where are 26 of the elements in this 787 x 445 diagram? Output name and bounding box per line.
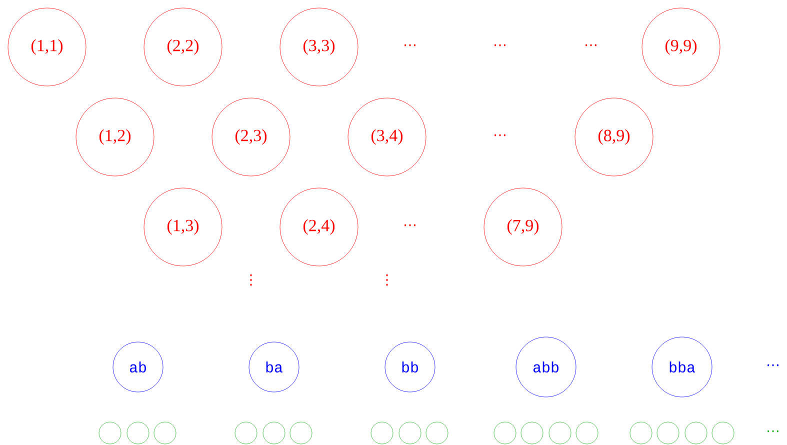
circle — [370, 422, 394, 444]
circle — [398, 422, 422, 444]
circle — [262, 422, 286, 444]
ellipsis: ⋮ — [250, 274, 252, 286]
circle — [712, 422, 734, 444]
ellipsis: ⋯ — [768, 430, 778, 432]
circle — [494, 422, 516, 444]
ellipsis: ⋯ — [494, 44, 506, 46]
circle — [520, 422, 544, 444]
ellipsis: ⋯ — [586, 44, 596, 46]
circle — [630, 422, 652, 444]
circle — [154, 422, 176, 444]
ellipsis: ⋯ — [404, 224, 416, 226]
circle — [126, 422, 150, 444]
circle — [426, 422, 448, 444]
circle — [684, 422, 708, 444]
circle — [290, 422, 312, 444]
circle — [548, 422, 572, 444]
ellipsis: ⋯ — [404, 44, 416, 46]
circle — [234, 422, 258, 444]
ellipsis: ⋯ — [768, 364, 778, 366]
circle — [98, 422, 122, 444]
circle — [576, 422, 598, 444]
ellipsis: ⋮ — [386, 274, 388, 286]
ellipsis: ⋯ — [494, 134, 506, 136]
circle — [656, 422, 680, 444]
